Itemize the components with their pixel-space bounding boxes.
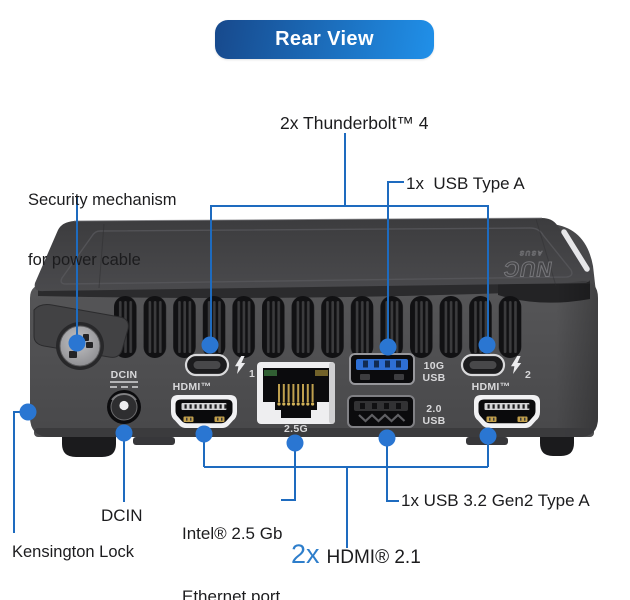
usb-10g-port: 10G USB (349, 353, 445, 385)
callout-line-thunderbolt (210, 133, 489, 345)
thunderbolt-2-index: 2 (525, 369, 531, 381)
label-hdmi-text: HDMI® 2.1 (326, 547, 421, 568)
mini-pc-device: NUC ASUS (30, 217, 598, 457)
rubber-foot-right (540, 437, 574, 456)
rear-view-badge-label: Rear View (275, 28, 374, 50)
callout-dot-dcin (115, 424, 133, 442)
ethernet-led-amber (315, 370, 328, 376)
thunderbolt-port-1: 1 (184, 353, 255, 380)
thunderbolt-1-index: 1 (249, 368, 255, 380)
right-shading (556, 281, 598, 437)
thunderbolt-port-2: 2 (460, 353, 531, 381)
asus-logo-text: ASUS (518, 249, 543, 256)
label-ethernet: Intel® 2.5 Gb Ethernet port (182, 481, 282, 600)
callout-dot-hdmi-2 (479, 427, 497, 445)
vent-grille (113, 296, 523, 358)
callout-dot-kensington (19, 403, 37, 421)
lid-left-seam (98, 223, 105, 289)
hdmi-2-label: HDMI™ (472, 381, 511, 393)
lid-silver-strip (561, 229, 590, 272)
callout-line-kensington (13, 411, 28, 533)
callout-line-ethernet (281, 443, 296, 501)
callout-dot-security (68, 334, 86, 352)
label-ethernet-line1: Intel® 2.5 Gb (182, 524, 283, 543)
rear-view-badge[interactable]: Rear View (215, 20, 434, 59)
callout-line-hdmi (203, 434, 489, 548)
label-hdmi: 2x HDMI® 2.1 (291, 539, 421, 569)
chassis-tab-left (133, 437, 175, 445)
callout-dot-thunderbolt-1 (201, 336, 219, 354)
usb-20-label-top: 2.0 (426, 403, 442, 415)
nuc-logo-text: NUC (501, 257, 554, 280)
hdmi-port-2: HDMI™ (472, 381, 540, 428)
dcin-port: DCIN (107, 369, 141, 424)
panel-bottom-band (34, 428, 594, 437)
label-thunderbolt: 2x Thunderbolt™ 4 (280, 113, 429, 133)
callout-lines (13, 133, 497, 548)
callout-dot-ethernet (286, 434, 304, 452)
lid-groove (60, 227, 573, 285)
lid-right-seam (535, 218, 557, 287)
callout-dot-thunderbolt-2 (478, 336, 496, 354)
callout-dot-usb-type-a (379, 338, 397, 356)
label-usb-32: 1x USB 3.2 Gen2 Type A (401, 491, 590, 510)
device-lid (34, 218, 592, 292)
callout-dot-hdmi-1 (195, 425, 213, 443)
usb-10g-label-bottom: USB (422, 372, 445, 384)
usb-20-port: 2.0 USB (347, 395, 445, 428)
ethernet-port: 2.5G (257, 362, 335, 435)
label-security-mechanism: Security mechanism for power cable (28, 150, 177, 310)
hdmi-1-label: HDMI™ (173, 381, 212, 393)
label-usb-type-a: 1x USB Type A (406, 174, 525, 193)
lid-far-edge-highlight (73, 217, 543, 222)
hdmi-port-1: HDMI™ (171, 381, 237, 428)
nuc-logo: NUC ASUS (501, 249, 555, 281)
usb-20-label-bottom: USB (422, 415, 445, 427)
label-security-line2: for power cable (28, 251, 141, 269)
usb-10g-label-top: 10G (424, 360, 445, 372)
ethernet-speed-label: 2.5G (284, 423, 308, 435)
callout-line-usb-32 (386, 438, 399, 502)
dcin-port-label: DCIN (111, 369, 138, 381)
rubber-foot-left (62, 437, 116, 457)
label-kensington-lock: Kensington Lock (12, 543, 135, 561)
callout-line-usb-type-a (387, 181, 404, 347)
label-ethernet-line2: Ethernet port (182, 587, 281, 600)
ethernet-led-green (264, 370, 277, 376)
callout-dot-usb-32 (378, 429, 396, 447)
label-hdmi-count: 2x (291, 539, 320, 569)
label-security-line1: Security mechanism (28, 191, 177, 209)
label-dcin: DCIN (101, 506, 143, 525)
